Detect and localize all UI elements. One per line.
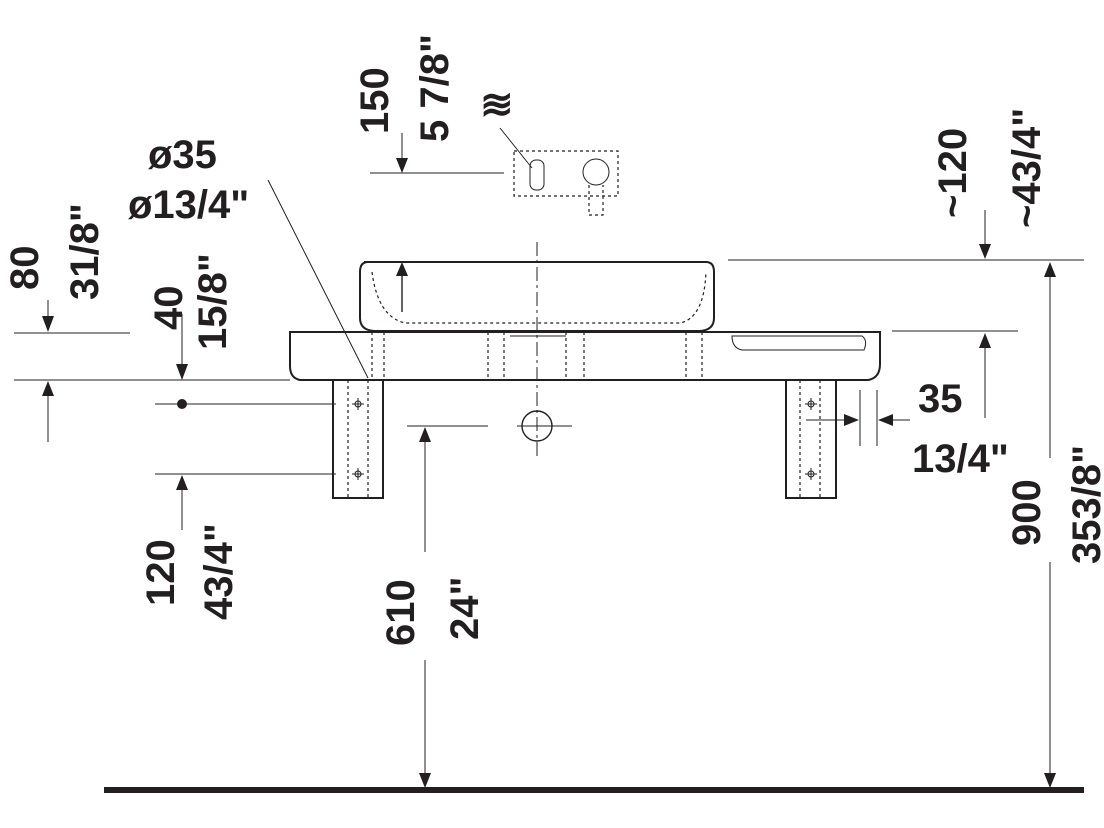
total-height-mm: 900: [1005, 479, 1049, 546]
total-height-in: 353/8": [1065, 445, 1104, 564]
waste-diameter-in: ø13/4": [128, 183, 249, 227]
waste-height-mm: 610: [379, 579, 423, 646]
bracket-offset-in: 13/4": [912, 437, 1009, 481]
bowl-rim-mm: 40: [147, 286, 191, 331]
tap-dimension-arrow: [396, 158, 408, 173]
fixing-spacing-mm: 120: [139, 539, 183, 606]
bracket-offset-mm: 35: [918, 377, 963, 421]
counter-height-in: 31/8": [63, 203, 107, 300]
right-bracket: [785, 379, 837, 499]
waste-diameter-leader: [267, 179, 369, 379]
waste-outlet-icon: [517, 410, 572, 442]
waste-height-in: 24": [443, 577, 487, 640]
bowl-height-mm: ~120: [931, 128, 975, 218]
bowl-rim-in: 15/8": [191, 253, 235, 350]
left-bracket: [332, 379, 384, 499]
fixing-spacing-in: 43/4": [197, 523, 241, 620]
tap-offset-in: 5 7/8": [413, 34, 457, 142]
waste-diameter-mm: ø35: [148, 133, 217, 177]
water-supply-icon: ≋: [480, 83, 514, 127]
tap-offset-mm: 150: [353, 67, 397, 134]
countertop: [289, 331, 881, 381]
bowl-height-in: ~43/4": [1005, 108, 1049, 228]
counter-height-mm: 80: [3, 246, 47, 291]
wall-mounted-tap-icon: [499, 127, 619, 216]
